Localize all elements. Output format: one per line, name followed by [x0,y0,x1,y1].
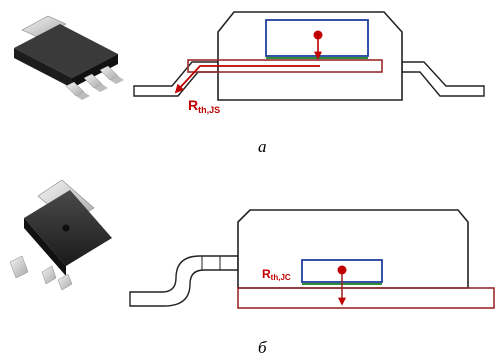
heat-source-dot-a [313,30,323,40]
cross-section-a [133,11,485,101]
heat-source-dot-b [337,265,347,275]
right-lead-a [401,61,485,97]
panel-a: Rth,JS а [14,11,485,156]
caption-a: а [258,137,267,156]
cross-section-b [129,209,495,309]
heat-path-to-lead-a [174,65,320,94]
caption-b: б [258,338,267,357]
panel-b: Rth,JC б [9,179,495,357]
left-lead-b [129,255,239,307]
leadframe-a [187,59,383,73]
leadframe-b [237,287,495,309]
thermal-resistance-label-b: Rth,JC [262,267,291,282]
thermal-resistance-label-a: Rth,JS [188,97,220,115]
dpak-package-photo [9,179,112,291]
sot223-package-photo [14,15,124,100]
